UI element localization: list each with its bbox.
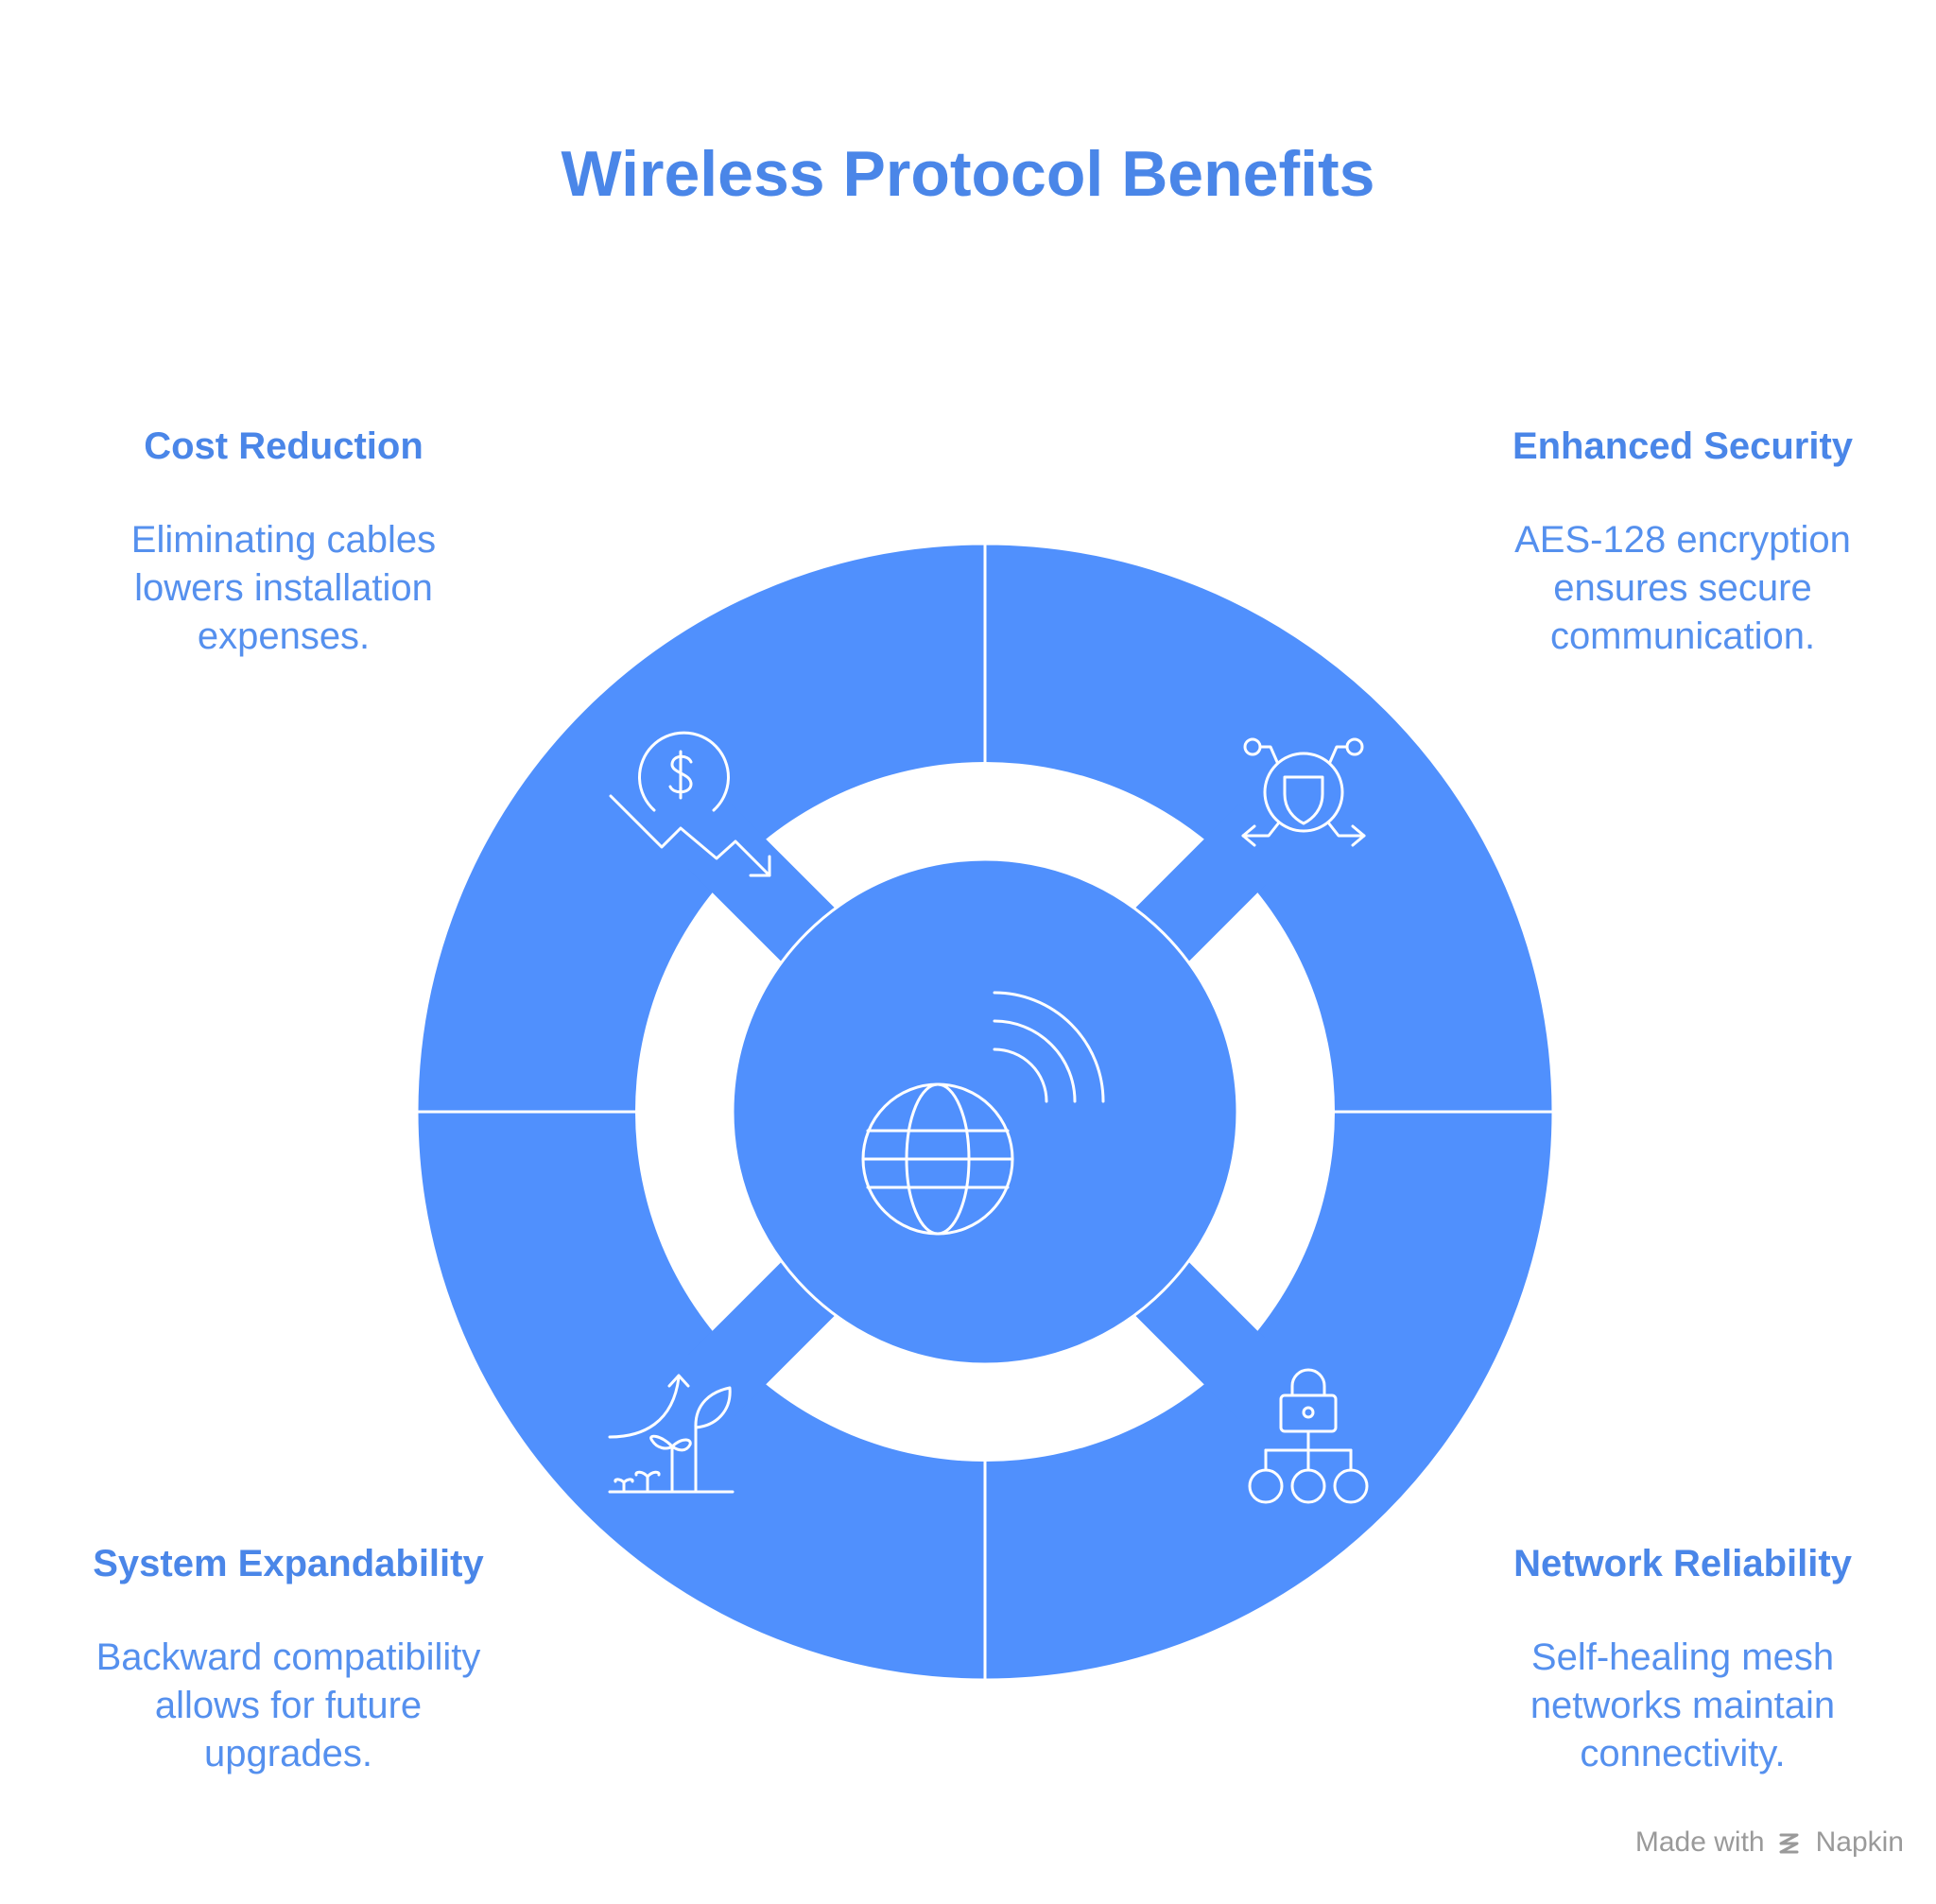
network-reliability-heading: Network Reliability bbox=[1513, 1543, 1852, 1584]
dollar-down-trend-icon bbox=[609, 731, 771, 877]
network-reliability-description: Self-healing mesh networks maintain conn… bbox=[1475, 1634, 1891, 1778]
description-line: networks maintain bbox=[1530, 1685, 1836, 1726]
shield-network-icon bbox=[1241, 737, 1366, 847]
growth-plant-icon bbox=[608, 1374, 735, 1494]
globe-wireless-icon bbox=[861, 991, 1105, 1236]
watermark-prefix: Made with bbox=[1634, 1826, 1765, 1858]
lock-hierarchy-icon bbox=[1248, 1368, 1369, 1504]
description-line: expenses. bbox=[197, 615, 371, 657]
description-line: upgrades. bbox=[204, 1733, 372, 1774]
center-disc bbox=[731, 857, 1239, 1366]
description-line: Backward compatibility bbox=[95, 1636, 481, 1678]
description-line: AES-128 encryption bbox=[1514, 519, 1851, 561]
system-expandability-description: Backward compatibility allows for future… bbox=[66, 1634, 510, 1778]
enhanced-security-block: Enhanced Security AES-128 encryption ens… bbox=[1475, 424, 1891, 661]
description-line: Self-healing mesh bbox=[1530, 1636, 1835, 1678]
watermark-brand: Napkin bbox=[1815, 1826, 1904, 1858]
description-line: lowers installation bbox=[134, 567, 433, 609]
description-line: allows for future bbox=[154, 1685, 423, 1726]
system-expandability-block: System Expandability Backward compatibil… bbox=[66, 1541, 510, 1778]
description-line: Eliminating cables bbox=[130, 519, 437, 561]
description-line: communication. bbox=[1549, 615, 1816, 657]
cost-reduction-block: Cost Reduction Eliminating cables lowers… bbox=[76, 424, 492, 661]
made-with-napkin-watermark[interactable]: Made with Napkin bbox=[1635, 1826, 1904, 1859]
cost-reduction-heading: Cost Reduction bbox=[144, 425, 424, 467]
description-line: ensures secure bbox=[1553, 567, 1812, 609]
napkin-logo-icon bbox=[1779, 1833, 1799, 1854]
enhanced-security-description: AES-128 encryption ensures secure commun… bbox=[1475, 516, 1891, 661]
system-expandability-heading: System Expandability bbox=[93, 1543, 484, 1584]
enhanced-security-heading: Enhanced Security bbox=[1512, 425, 1854, 467]
description-line: connectivity. bbox=[1580, 1733, 1786, 1774]
page-title: Wireless Protocol Benefits bbox=[561, 138, 1375, 210]
cost-reduction-description: Eliminating cables lowers installation e… bbox=[76, 516, 492, 661]
network-reliability-block: Network Reliability Self-healing mesh ne… bbox=[1475, 1541, 1891, 1778]
